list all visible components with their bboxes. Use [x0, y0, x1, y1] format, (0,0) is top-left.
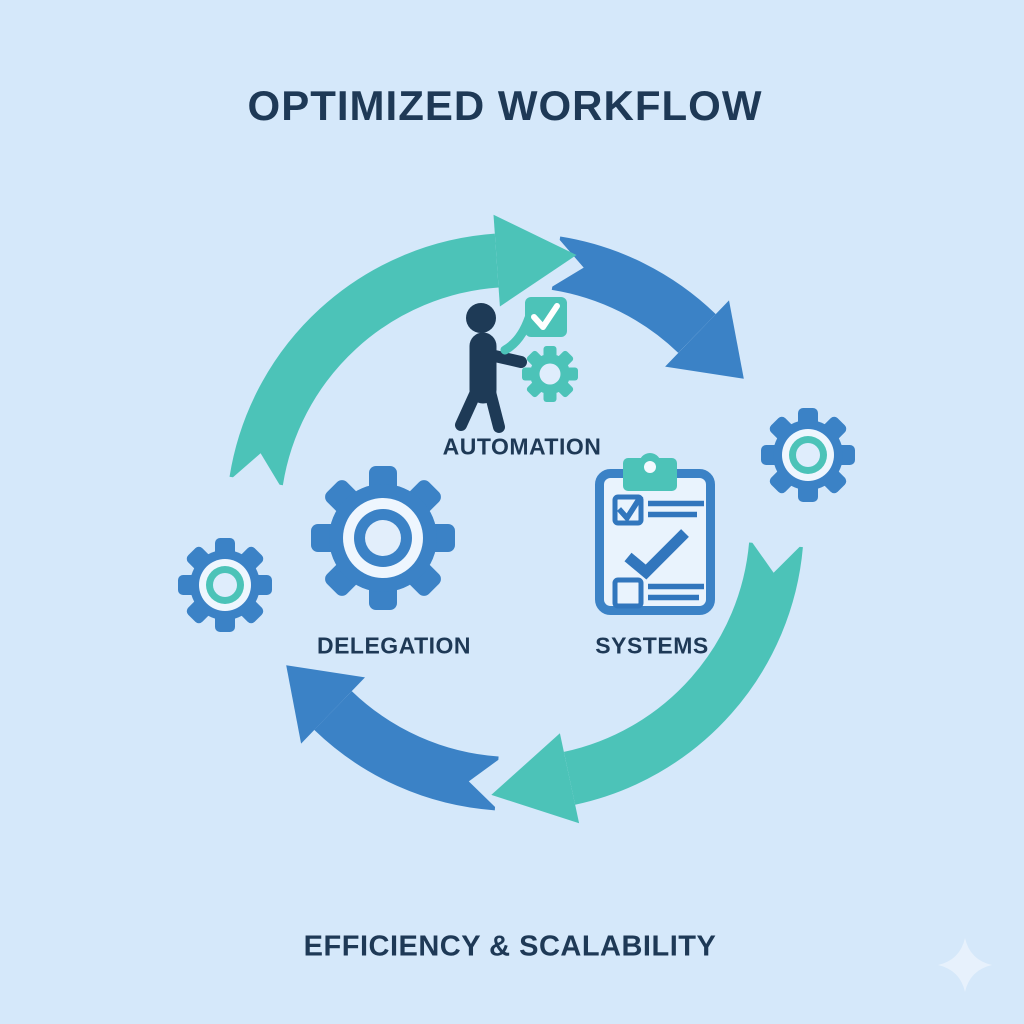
automation-gear-icon	[522, 346, 578, 402]
arrow-arc-bottom-left	[286, 665, 500, 811]
arrow-arc-bottom-right	[491, 542, 803, 824]
sparkle-icon	[938, 938, 992, 992]
systems-label: SYSTEMS	[595, 632, 709, 659]
delegation-label: DELEGATION	[316, 632, 472, 659]
arrow-arc-top-right	[551, 236, 744, 379]
teal-left-tail-notch	[229, 453, 283, 490]
arrow-arc-top-left	[229, 214, 577, 486]
small-gear-right-icon	[761, 408, 855, 502]
blue-bottom-tail-notch	[468, 756, 503, 811]
automation-person-icon	[455, 303, 527, 433]
teal-right-tail-notch	[749, 538, 804, 573]
automation-label: AUTOMATION	[442, 433, 602, 460]
footer-caption: EFFICIENCY & SCALABILITY	[303, 930, 717, 963]
checkbox-icon	[525, 297, 567, 337]
clipboard-checklist-icon	[595, 453, 715, 615]
delegation-gear-icon	[311, 466, 455, 610]
small-gear-left-icon	[178, 538, 272, 632]
page-title: OPTIMIZED WORKFLOW	[247, 82, 763, 129]
